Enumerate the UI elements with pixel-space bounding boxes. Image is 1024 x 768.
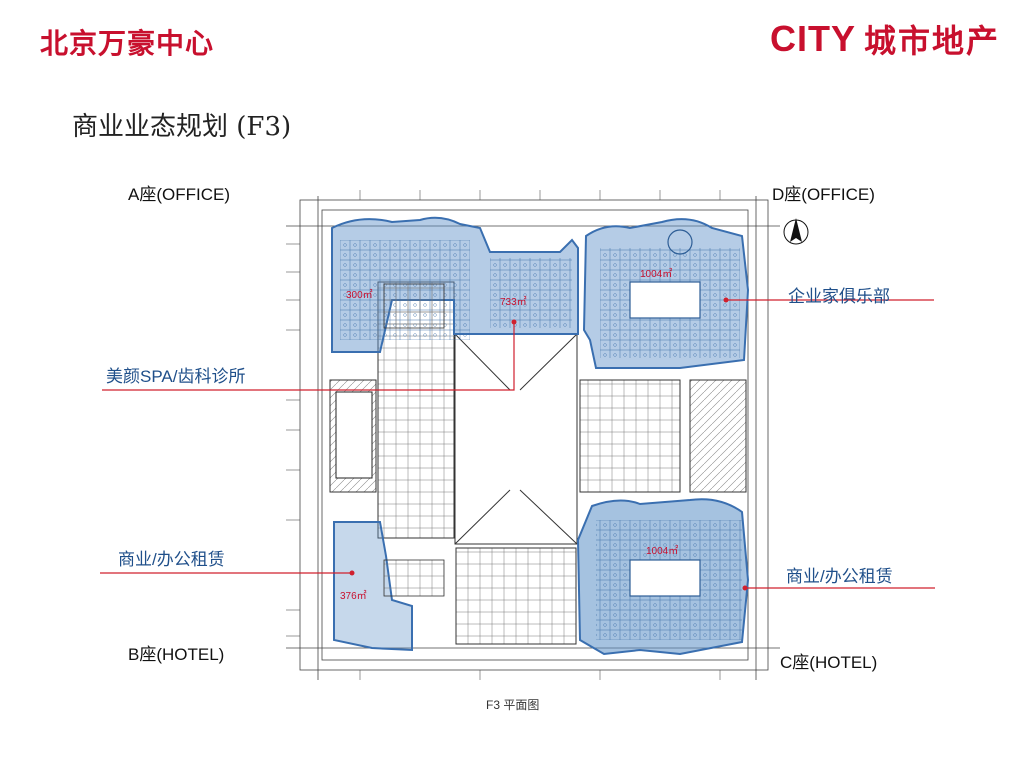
- brand-logo: CITY 城市地产: [770, 16, 1000, 62]
- logo-en: CITY: [769, 18, 856, 59]
- area-label-a1: 300㎡: [346, 290, 373, 301]
- corner-label-d: D座(OFFICE): [772, 185, 875, 204]
- area-label-a2: 733㎡: [500, 297, 527, 308]
- area-label-d1: 1004㎡: [640, 269, 673, 280]
- page-title: 北京万豪中心: [40, 27, 215, 60]
- corner-label-b: B座(HOTEL): [128, 645, 225, 664]
- label-club: 企业家俱乐部: [788, 287, 890, 306]
- label-spa: 美颜SPA/齿科诊所: [106, 367, 246, 386]
- corner-label-a: A座(OFFICE): [128, 185, 230, 204]
- logo-cn: 城市地产: [863, 22, 1000, 60]
- leader-lines: [100, 299, 935, 589]
- slide-subtitle: 商业业态规划 (F3): [72, 112, 292, 142]
- north-arrow-icon: [783, 218, 809, 245]
- label-rent-right: 商业/办公租赁: [786, 567, 893, 586]
- plan-caption: F3 平面图: [486, 698, 540, 712]
- corner-label-c: C座(HOTEL): [780, 653, 878, 672]
- central-core: [329, 281, 747, 645]
- area-label-c1: 1004㎡: [646, 546, 679, 557]
- label-rent-left: 商业/办公租赁: [118, 550, 225, 569]
- zone-b-hotel: [333, 521, 413, 652]
- area-label-b1: 376㎡: [340, 591, 367, 602]
